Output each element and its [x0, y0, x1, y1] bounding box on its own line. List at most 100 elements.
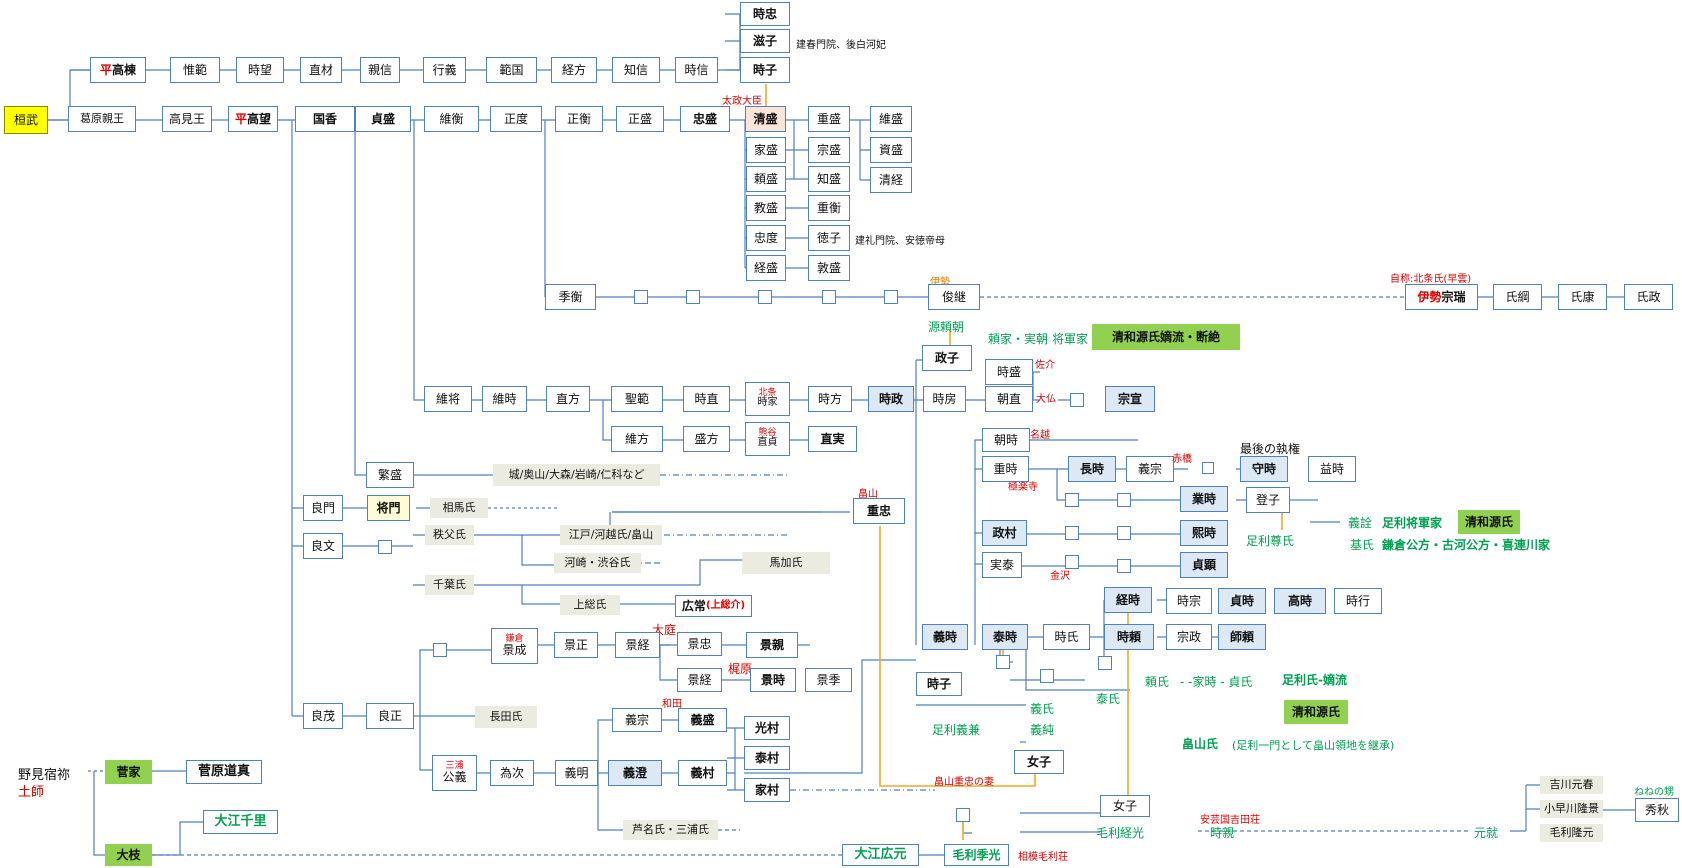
tokitada-box: 時忠 [740, 2, 790, 26]
ashikaga-yoshikane-label: 足利義兼 [932, 723, 981, 737]
dajo-label: 太政大臣 [722, 96, 762, 107]
motonari-label: 元就 [1474, 826, 1499, 840]
tokichika-label: 時親 [1210, 826, 1235, 840]
naoie-box: 熊谷直貞 [745, 422, 790, 456]
placeholder-square [1098, 656, 1112, 670]
kajiwara-label: 梶原 [728, 662, 753, 676]
kanazawa-label: 金沢 [1050, 571, 1070, 582]
masakado-box: 将門 [367, 495, 410, 521]
shogun-label: 将軍家 [1052, 332, 1089, 346]
last-shikken-label: 最後の執権 [1240, 442, 1301, 456]
placeholder-square [1117, 559, 1131, 573]
sukemori-box: 資盛 [870, 137, 912, 163]
tokimori-box: 時盛 [985, 359, 1033, 385]
yukiyoshi-box: 行義 [423, 57, 466, 83]
shigehira-box: 重衡 [808, 195, 850, 221]
michizane-box: 菅原道真 [186, 760, 262, 784]
iemura-box: 家村 [744, 778, 790, 802]
tokikata-box: 時方 [808, 386, 852, 412]
placeholder-square [884, 290, 898, 304]
tokimune-box: 時宗 [1166, 588, 1212, 614]
koretoki-box: 維時 [482, 386, 527, 412]
placeholder-square [1117, 493, 1131, 507]
yasuji-label: 泰氏 [1096, 692, 1121, 706]
yoshiuji-label: 義氏 [1030, 702, 1055, 716]
kagesue-box: 景季 [805, 668, 852, 692]
hatakeyama-wife-label: 畠山重忠の妻 [934, 777, 994, 788]
aki-yoshida-label: 安芸国吉田荘 [1200, 815, 1260, 826]
yoshiaki-box: 義明 [555, 760, 598, 786]
naokata-box: 直方 [546, 386, 590, 412]
munenobu-box: 宗宣 [1105, 386, 1155, 412]
hatakeyama-note-label: (足利一門として畠山領地を継承) [1232, 739, 1395, 752]
placeholder-square [378, 540, 392, 554]
oe-chisato-box: 大江千里 [203, 810, 278, 834]
placeholder-square [1117, 526, 1131, 540]
tomonobu-box: 知信 [612, 57, 660, 83]
yoshikane-ashikaga-label: 義詮 [1348, 516, 1373, 530]
yoshimura-box: 義村 [678, 760, 727, 786]
kagetada-box: 景忠 [677, 632, 722, 656]
kanmu-box: 桓武 [4, 106, 48, 134]
takauji-label: 足利尊氏 [1246, 534, 1295, 548]
yorimori-box: 頼盛 [746, 166, 786, 192]
tokiie-box: 北条時家 [745, 382, 790, 416]
hatakeyama-shi-label: 畠山氏 [1182, 737, 1219, 751]
ujiyasu-box: 氏康 [1558, 284, 1607, 310]
ashikaga-shogun-label: 足利将軍家 [1382, 516, 1443, 530]
oe-hiromoto-box: 大江広元 [842, 844, 919, 866]
ujimasa-box: 氏政 [1624, 284, 1673, 310]
munemasa-box: 宗政 [1166, 624, 1212, 650]
tamemichi-box: 三浦公義 [432, 755, 477, 791]
clan-kawasaki-box: 河崎・渋谷氏 [554, 553, 641, 573]
yoritomo-label: 源頼朝 [928, 320, 965, 334]
koremochi-box: 維将 [424, 386, 472, 412]
masanori-box: 正度 [490, 106, 542, 132]
placeholder-square [822, 290, 836, 304]
moritoki-box: 守時 [1240, 456, 1288, 482]
masamura-box: 政村 [982, 520, 1027, 546]
placeholder-square [1065, 526, 1079, 540]
yasutoki-box: 泰時 [982, 624, 1028, 650]
placeholder-square [686, 290, 700, 304]
clan-ashina-box: 芦名氏・三浦氏 [623, 820, 718, 840]
takamune-box: 平高棟 [90, 57, 146, 83]
koremori-box: 維盛 [870, 106, 912, 132]
yoshimune-box: 義宗 [1126, 456, 1174, 482]
kagechika-box: 景親 [746, 632, 798, 658]
tsunemori-box: 経盛 [746, 255, 786, 281]
tokuko-box: 徳子 [808, 225, 850, 251]
oeda-box: 大枝 [105, 844, 152, 866]
shigeko-box: 滋子 [740, 29, 790, 53]
gokurakuji-label: 極楽寺 [1008, 482, 1038, 493]
kiyotsune-box: 清経 [870, 167, 912, 193]
kiyonori-box: 聖範 [611, 386, 663, 412]
korehira-box: 維衡 [424, 106, 479, 132]
tomotoki-box: 朝時 [982, 428, 1030, 452]
tsunekata-box: 経方 [551, 57, 597, 83]
clan-kazusa-box: 上総氏 [560, 595, 620, 615]
wada-label: 和田 [662, 699, 682, 710]
kagenari-box: 鎌倉景成 [491, 628, 538, 664]
placeholder-square [956, 808, 970, 822]
sanetoki-box: 実泰 [982, 552, 1022, 578]
yoshimasa-box: 良正 [366, 703, 414, 729]
sagami-mori-label: 相模毛利荘 [1018, 852, 1068, 863]
naoki-box: 直材 [300, 57, 342, 83]
ise-label: 伊勢 [930, 277, 950, 288]
naozane-box: 直実 [808, 426, 857, 452]
kazurahara-box: 葛原親王 [68, 106, 136, 132]
ietoki-sadauji-label: - -家時 - 貞氏 [1180, 675, 1253, 689]
hirotoki-box: 熙時 [1180, 520, 1228, 546]
ujitsuna-box: 氏綱 [1493, 284, 1542, 310]
hideaki-box: 秀秋 [1635, 798, 1679, 822]
placeholder-square [996, 655, 1010, 669]
mitsumura-box: 光村 [744, 716, 790, 740]
kobayakawa-box: 小早川隆景 [1540, 800, 1603, 818]
placeholder-square [634, 290, 648, 304]
seiwa-box-2: 清和源氏 [1458, 510, 1520, 534]
yasumura-box: 泰村 [744, 746, 790, 770]
mori-tsunemitsu-label: 毛利経光 [1096, 826, 1145, 840]
yoriuji-label: 頼氏 [1145, 675, 1170, 689]
placeholder-square [1040, 669, 1054, 683]
